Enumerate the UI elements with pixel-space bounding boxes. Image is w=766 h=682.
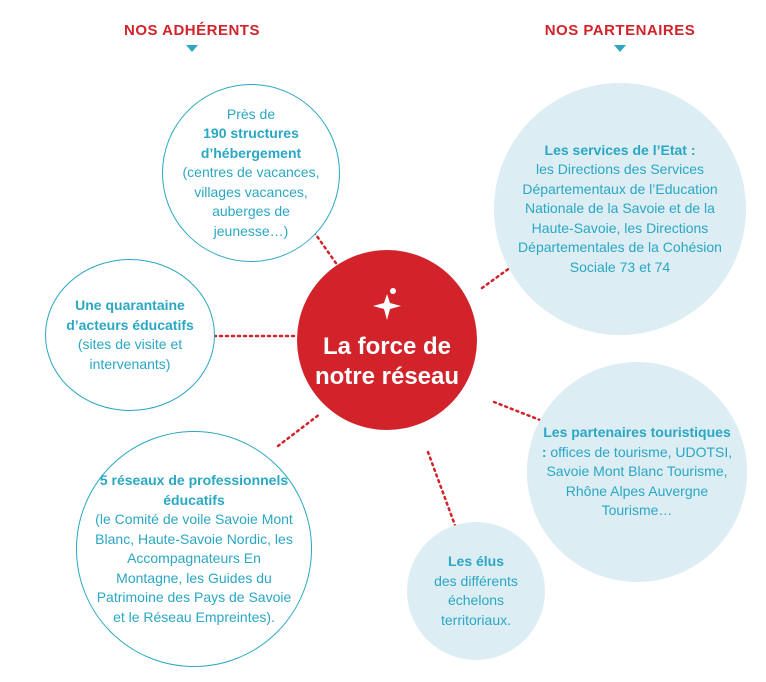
down-triangle-icon bbox=[614, 45, 626, 52]
center-title-line1: La force de bbox=[322, 333, 452, 360]
bubble-accommodation: Près de 190 structures d’hébergement (ce… bbox=[162, 84, 340, 262]
down-triangle-icon bbox=[186, 45, 198, 52]
elected-highlight: Les élus bbox=[447, 553, 505, 569]
connector-elected bbox=[426, 450, 458, 530]
partners-heading-label: NOS PARTENAIRES bbox=[544, 22, 696, 39]
members-heading: NOS ADHÉRENTS bbox=[102, 22, 282, 52]
members-heading-label: NOS ADHÉRENTS bbox=[124, 22, 260, 39]
elected-detail: des différents échelons territoriaux. bbox=[434, 572, 518, 628]
educational-actors-highlight: Une quarantaine d’acteurs éducatifs bbox=[66, 297, 194, 333]
center-title-line2: notre réseau bbox=[314, 363, 460, 390]
accommodation-pre: Près de bbox=[226, 105, 276, 122]
educational-actors-detail: (sites de visite et intervenants) bbox=[77, 336, 183, 372]
bubble-elected: Les élus des différents échelons territo… bbox=[407, 522, 545, 660]
state-services-detail: les Directions des Services Départementa… bbox=[518, 161, 722, 275]
professional-networks-highlight: 5 réseaux de professionnels éducatifs bbox=[99, 472, 289, 508]
bubble-professional-networks: 5 réseaux de professionnels éducatifs (l… bbox=[76, 431, 312, 667]
bubble-educational-actors: Une quarantaine d’acteurs éducatifs (sit… bbox=[45, 259, 215, 411]
connector-professional-networks bbox=[276, 412, 322, 448]
sparkle-icon bbox=[373, 288, 401, 320]
bubble-tourism-partners: Les partenaires touristiques : offices d… bbox=[527, 362, 747, 582]
tourism-partners-highlight: Les partenaires touristiques : bbox=[541, 424, 731, 460]
bubble-state-services: Les services de l’Etat : les Directions … bbox=[494, 83, 746, 335]
tourism-partners-detail: offices de tourisme, UDOTSI, Savoie Mont… bbox=[546, 443, 733, 519]
connector-tourism-partners bbox=[492, 400, 542, 422]
center-circle: La force de notre réseau bbox=[297, 250, 477, 430]
professional-networks-detail: (le Comité de voile Savoie Mont Blanc, H… bbox=[95, 511, 293, 625]
connector-accommodation bbox=[312, 230, 340, 268]
accommodation-detail: (centres de vacances, villages vacances,… bbox=[182, 164, 320, 239]
accommodation-highlight: 190 structures d’hébergement bbox=[200, 125, 302, 161]
state-services-highlight: Les services de l’Etat : bbox=[544, 141, 696, 158]
partners-heading: NOS PARTENAIRES bbox=[520, 22, 720, 52]
